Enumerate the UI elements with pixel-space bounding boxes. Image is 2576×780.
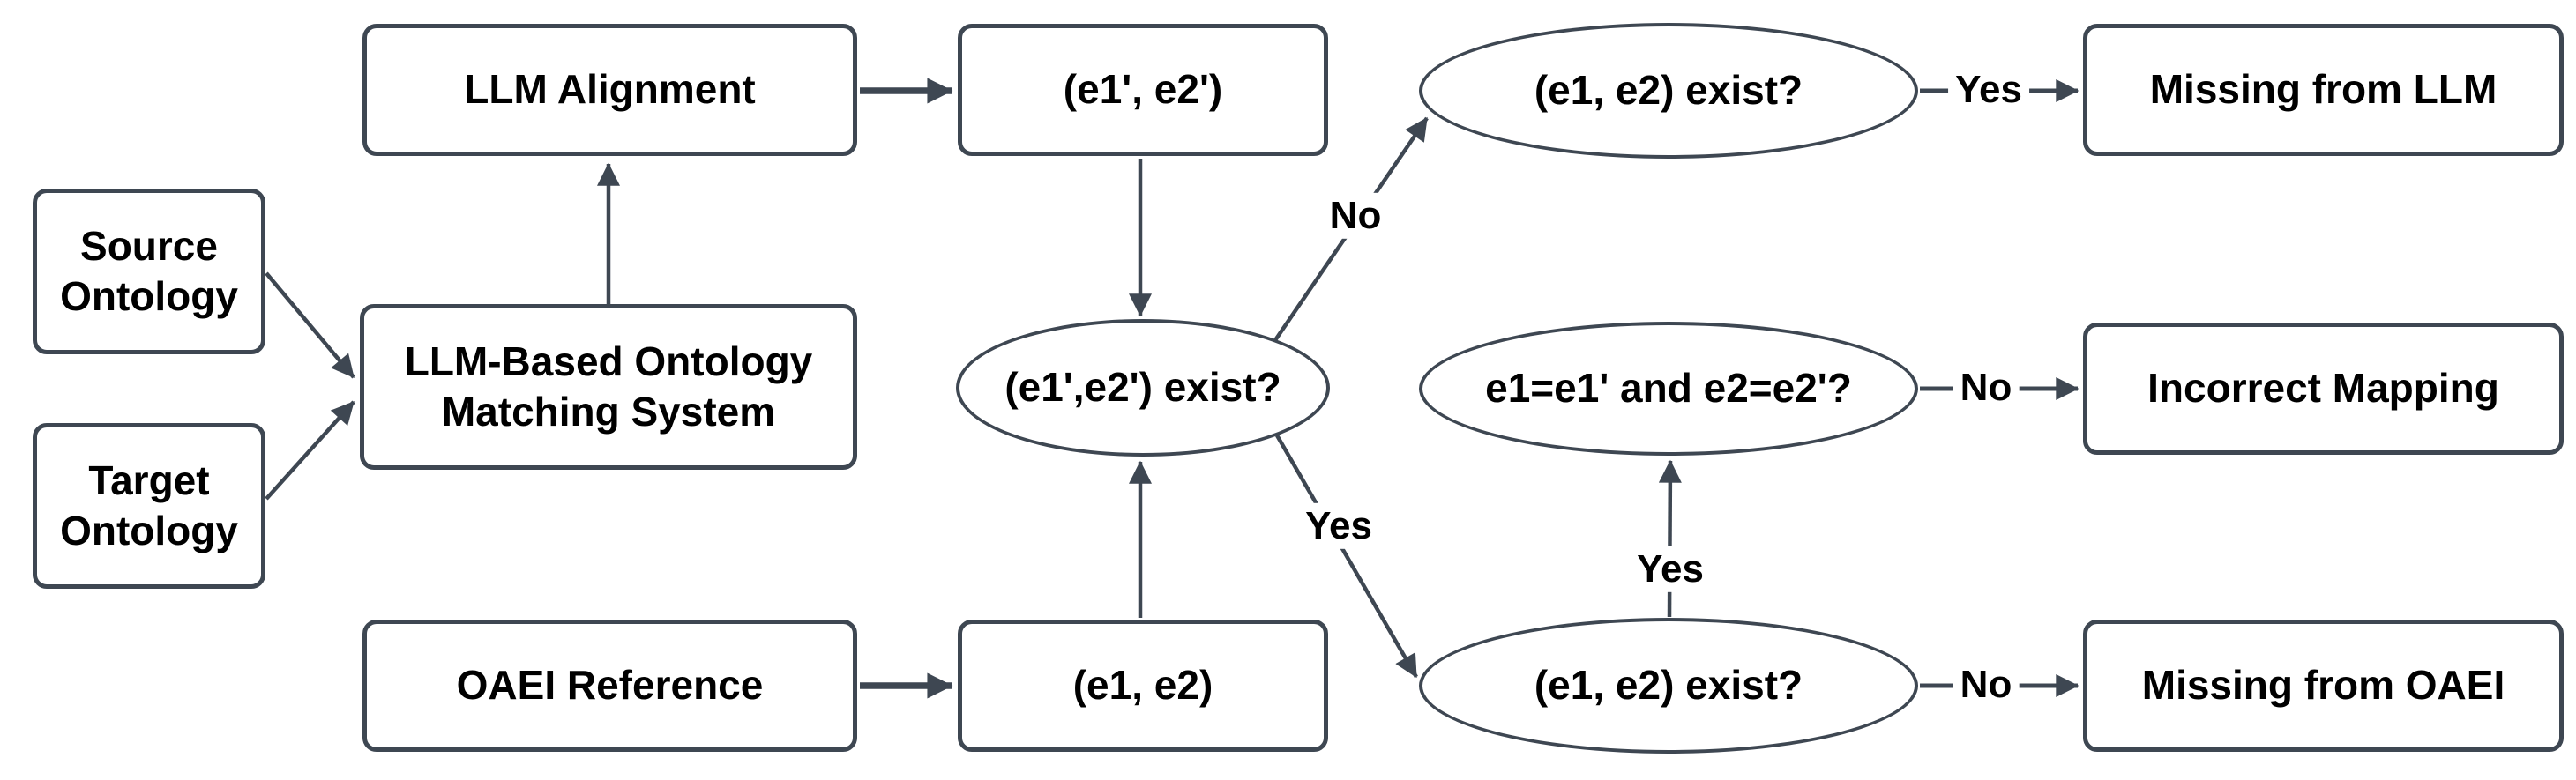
- node-oaei-pair: (e1, e2): [958, 620, 1328, 752]
- edge-label-no-mid-to-incorrect: No: [1953, 364, 2020, 412]
- node-llm-alignment: LLM Alignment: [362, 24, 857, 156]
- edge-label-yes-bottom-to-mid: Yes: [1630, 546, 1711, 593]
- node-source-ontology-label: Source Ontology: [60, 222, 238, 320]
- node-llm-alignment-label: LLM Alignment: [464, 66, 756, 113]
- node-missing-from-llm-label: Missing from LLM: [2149, 66, 2498, 113]
- node-llm-matching-system: LLM-Based Ontology Matching System: [360, 304, 857, 470]
- decision-oaei-pair-exists-bottom-label: (e1, e2) exist?: [1534, 662, 1803, 709]
- node-missing-from-llm: Missing from LLM: [2083, 24, 2564, 156]
- edge-bottom-decision-to-mid-decision: [1658, 459, 1682, 618]
- node-oaei-reference-label: OAEI Reference: [456, 662, 764, 709]
- edge-label-no-center-to-top: No: [1322, 192, 1389, 240]
- node-source-ontology: Source Ontology: [33, 189, 265, 354]
- decision-llm-pair-exists: (e1',e2') exist?: [956, 319, 1330, 457]
- edge-label-yes-center-to-bottom: Yes: [1298, 502, 1379, 550]
- node-oaei-reference: OAEI Reference: [362, 620, 857, 752]
- node-missing-from-oaei: Missing from OAEI: [2083, 620, 2564, 752]
- decision-pairs-equal: e1=e1' and e2=e2'?: [1419, 322, 1918, 456]
- decision-llm-pair-exists-label: (e1',e2') exist?: [1004, 364, 1281, 411]
- edge-label-no-bottom-to-missing-oaei: No: [1953, 661, 2020, 709]
- decision-oaei-pair-exists-top: (e1, e2) exist?: [1419, 23, 1918, 159]
- node-target-ontology-label: Target Ontology: [60, 457, 238, 554]
- decision-pairs-equal-label: e1=e1' and e2=e2'?: [1485, 365, 1852, 412]
- edge-target-to-matcher: [265, 400, 355, 501]
- node-incorrect-mapping: Incorrect Mapping: [2083, 323, 2564, 455]
- decision-oaei-pair-exists-bottom: (e1, e2) exist?: [1419, 618, 1918, 754]
- decision-oaei-pair-exists-top-label: (e1, e2) exist?: [1534, 67, 1803, 114]
- edge-source-to-matcher: [265, 271, 355, 379]
- edge-label-yes-top-to-missing-llm: Yes: [1948, 66, 2029, 114]
- node-llm-pair-label: (e1', e2'): [1063, 66, 1223, 113]
- node-target-ontology: Target Ontology: [33, 423, 265, 589]
- node-incorrect-mapping-label: Incorrect Mapping: [2147, 365, 2499, 412]
- node-missing-from-oaei-label: Missing from OAEI: [2141, 662, 2505, 709]
- node-llm-pair: (e1', e2'): [958, 24, 1328, 156]
- edge-center-to-bottom-decision: [1275, 434, 1418, 679]
- node-llm-matching-system-label: LLM-Based Ontology Matching System: [404, 338, 813, 435]
- node-oaei-pair-label: (e1, e2): [1072, 662, 1213, 709]
